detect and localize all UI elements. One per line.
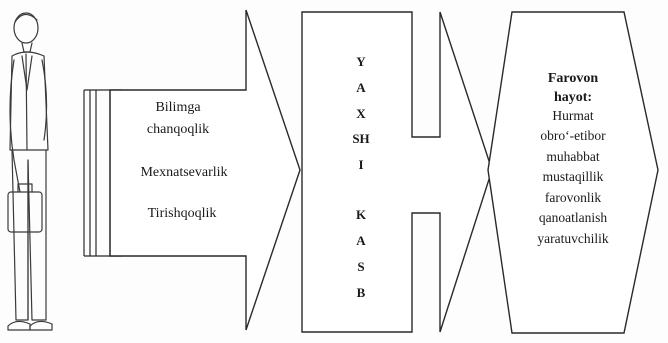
letter: A bbox=[356, 233, 366, 248]
person-with-briefcase-icon bbox=[7, 12, 53, 331]
letter: S bbox=[357, 259, 364, 274]
result-item: mustaqillik bbox=[543, 169, 604, 184]
qualities-arrow bbox=[109, 9, 301, 331]
input-bars bbox=[83, 89, 122, 257]
yaxshi-kasb-box bbox=[301, 11, 493, 333]
result-item: farovonlik bbox=[545, 190, 601, 205]
result-item: Hurmat bbox=[552, 108, 593, 123]
letter: SH bbox=[352, 131, 369, 146]
letter: K bbox=[356, 207, 367, 222]
quality-bilimga: Bilimga bbox=[155, 100, 201, 115]
qualities-text: Bilimga chanqoqlik Mexnatsevarlik Tirish… bbox=[140, 100, 227, 221]
letter: Y bbox=[356, 54, 366, 69]
result-item: yaratuvchilik bbox=[537, 231, 608, 246]
letter: B bbox=[357, 285, 366, 300]
result-title-line: Farovon bbox=[548, 71, 599, 86]
result-item: obro‘-etibor bbox=[540, 128, 606, 143]
result-text: Farovon hayot: Hurmat obro‘-etibor muhab… bbox=[537, 71, 608, 246]
quality-mexnatsevarlik: Mexnatsevarlik bbox=[140, 165, 227, 180]
quality-tirishqoqlik: Tirishqoqlik bbox=[148, 206, 217, 221]
result-item: muhabbat bbox=[546, 149, 599, 164]
result-title-line: hayot: bbox=[554, 90, 592, 105]
quality-chanqoqlik: chanqoqlik bbox=[147, 122, 209, 137]
result-item: qanoatlanish bbox=[539, 210, 607, 225]
letter: A bbox=[356, 80, 366, 95]
middle-letters: Y A X SH I K A S B bbox=[352, 54, 369, 300]
letter: X bbox=[356, 106, 366, 121]
letter: I bbox=[358, 157, 363, 172]
result-hexagon bbox=[487, 11, 659, 334]
